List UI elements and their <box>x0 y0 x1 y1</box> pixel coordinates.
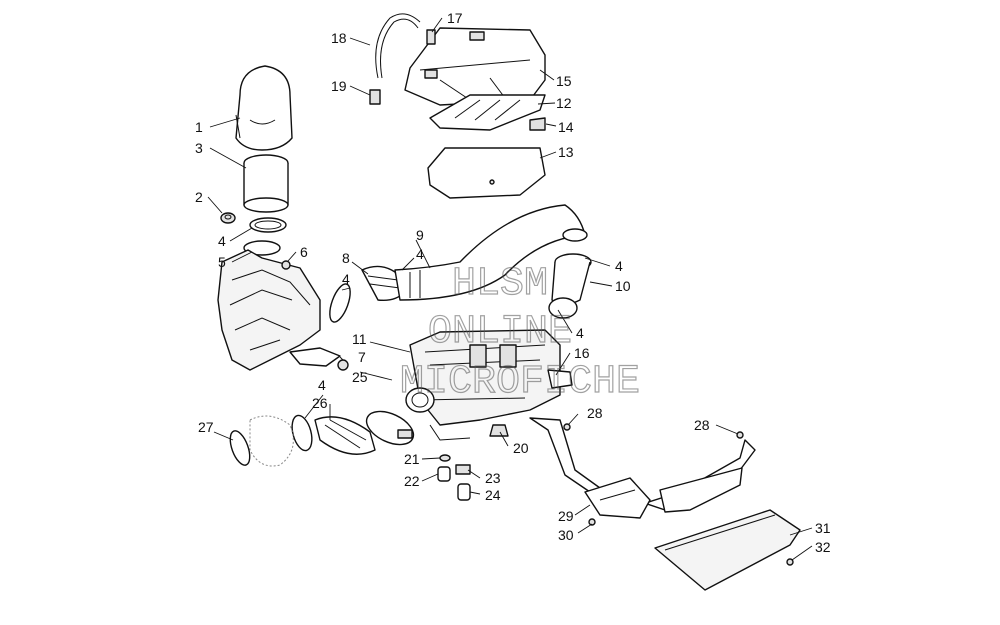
callout-32: 32 <box>815 539 831 555</box>
part-screw-6 <box>281 260 291 270</box>
callout-25: 25 <box>352 369 368 385</box>
watermark-line-3: MICROFICHE <box>400 360 640 405</box>
part-gasket-4b <box>329 283 351 323</box>
watermark: HLSM ONLINE MICROFICHE <box>399 261 640 405</box>
part-intake-boot <box>361 265 406 302</box>
callout-9: 9 <box>416 227 424 243</box>
callout-10: 10 <box>615 278 631 294</box>
callout-19: 19 <box>331 78 347 94</box>
part-coupler <box>548 253 592 319</box>
part-fitting-20 <box>489 424 509 437</box>
part-fitting-19 <box>369 89 381 105</box>
callout-12: 12 <box>556 95 572 111</box>
callout-17: 17 <box>447 10 463 26</box>
callout-6: 6 <box>300 244 308 260</box>
part-clamp-ring-large <box>365 410 415 446</box>
callout-20: 20 <box>513 440 529 456</box>
part-clip-14 <box>529 117 546 131</box>
callout-13: 13 <box>558 144 574 160</box>
part-fitting-24 <box>457 483 471 501</box>
callout-18: 18 <box>331 30 347 46</box>
callout-22: 22 <box>404 473 420 489</box>
part-vent-hose <box>375 13 421 79</box>
part-fitting-22 <box>437 466 451 482</box>
callout-4c: 4 <box>416 246 424 262</box>
callout-21: 21 <box>404 451 420 467</box>
part-bracket-16 <box>547 369 573 389</box>
callout-2: 2 <box>195 189 203 205</box>
callout-16: 16 <box>574 345 590 361</box>
callout-28a: 28 <box>587 405 603 421</box>
callout-29: 29 <box>558 508 574 524</box>
part-clamp-upper <box>249 217 287 233</box>
part-long-duct <box>394 204 588 301</box>
callout-31: 31 <box>815 520 831 536</box>
part-main-housing <box>405 329 561 441</box>
part-screw-28b <box>736 431 744 439</box>
part-nut-7 <box>337 359 349 371</box>
part-boot-26 <box>314 416 376 455</box>
callout-labels: 1 3 2 4 5 6 8 4 7 25 9 4 4 10 11 4 16 4 … <box>195 10 831 555</box>
part-nut-2 <box>220 212 236 224</box>
callout-24: 24 <box>485 487 501 503</box>
part-intake-cap <box>235 65 293 151</box>
callout-15: 15 <box>556 73 572 89</box>
watermark-line-2: ONLINE <box>428 310 572 355</box>
leader-lines <box>207 17 813 561</box>
part-mounting-bracket <box>529 417 756 519</box>
callout-8: 8 <box>342 250 350 266</box>
part-screw-28a <box>563 423 571 431</box>
callout-30: 30 <box>558 527 574 543</box>
callout-14: 14 <box>558 119 574 135</box>
callout-26: 26 <box>312 395 328 411</box>
callout-4b: 4 <box>342 271 350 287</box>
watermark-line-1: HLSM <box>452 262 548 307</box>
part-fitting-21 <box>439 454 451 462</box>
callout-23: 23 <box>485 470 501 486</box>
callout-7: 7 <box>358 349 366 365</box>
callout-28b: 28 <box>694 417 710 433</box>
part-filter-element <box>243 154 289 213</box>
part-airbox-lower <box>217 240 341 371</box>
part-lid-gasket <box>429 94 546 131</box>
callout-11: 11 <box>352 331 367 347</box>
part-fitting-23 <box>455 464 471 475</box>
callout-1: 1 <box>195 119 203 135</box>
part-clamp-27 <box>229 415 294 467</box>
callout-4d: 4 <box>615 258 623 274</box>
callout-27: 27 <box>198 419 214 435</box>
part-clip-17 <box>426 29 436 45</box>
callout-4e: 4 <box>576 325 584 341</box>
callout-4f: 4 <box>318 377 326 393</box>
part-heat-shield <box>654 509 801 591</box>
part-airbox-lid <box>404 27 546 106</box>
callout-4a: 4 <box>218 233 226 249</box>
part-screw-30 <box>588 518 596 526</box>
callout-5: 5 <box>218 254 226 270</box>
part-screw-32 <box>786 558 794 566</box>
callout-3: 3 <box>195 140 203 156</box>
part-panel-filter <box>427 147 546 199</box>
